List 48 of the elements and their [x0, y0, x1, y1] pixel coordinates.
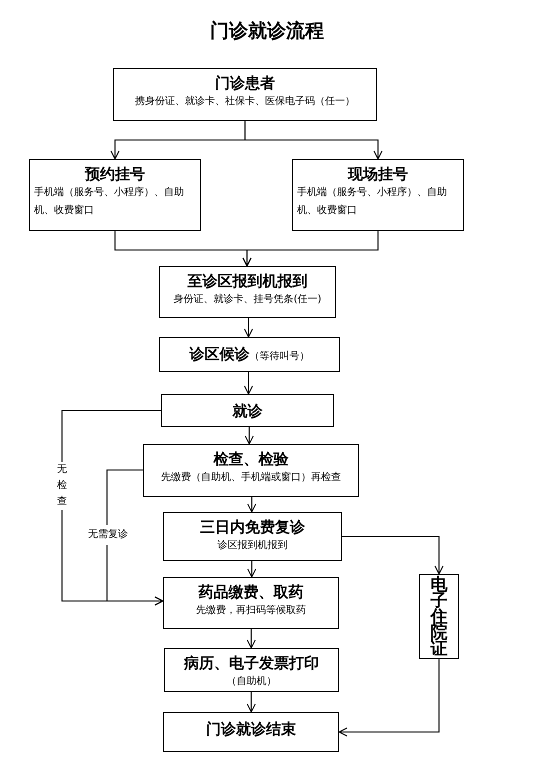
- process-box: [29, 159, 201, 231]
- arrow: [244, 318, 253, 338]
- box-note: 手机端（服务号、小程序）、自助机、收费窗口: [296, 186, 448, 218]
- arrow: [242, 231, 379, 266]
- edge-label: 无检查: [55, 462, 69, 510]
- arrow: [342, 536, 444, 574]
- arrow: [244, 121, 382, 160]
- process-box: [292, 159, 464, 231]
- box-note: 诊区报到机报到: [216, 538, 288, 553]
- arrow: [247, 561, 256, 578]
- box-title: 现场挂号: [346, 164, 409, 184]
- process-box: [163, 577, 339, 629]
- title: 门诊就诊流程: [209, 19, 325, 44]
- box-note: 身份证、就诊卡、挂号凭条(任一): [172, 292, 322, 307]
- process-box: [161, 394, 334, 427]
- box-title: 病历、电子发票打印: [182, 653, 320, 673]
- box-note: （等待叫号）: [250, 351, 310, 362]
- arrow: [246, 692, 256, 712]
- arrow: [244, 427, 254, 444]
- arrow: [247, 497, 256, 512]
- arrow: [244, 372, 253, 394]
- box-note: 携身份证、就诊卡、社保卡、医保电子码（任一）: [134, 94, 356, 109]
- side-box: [419, 574, 459, 659]
- arrow: [338, 659, 440, 736]
- box-title: 检查、检验: [212, 449, 290, 469]
- box-title: 至诊区报到机报到: [186, 271, 308, 291]
- box-note: 先缴费，再扫码等候取药: [195, 604, 307, 618]
- arrow: [246, 629, 256, 648]
- box-title: 电子住院证: [430, 577, 448, 657]
- box-note: （自助机）: [226, 674, 278, 689]
- process-box: [164, 648, 339, 692]
- box-title: 预约挂号: [84, 164, 146, 184]
- process-box: [143, 444, 359, 497]
- process-box: [159, 337, 340, 372]
- box-title: 诊区候诊: [190, 345, 250, 363]
- process-box: [163, 512, 342, 561]
- box-title: 药品缴费、取药: [198, 582, 304, 602]
- process-box: [159, 266, 336, 318]
- box-title: 门诊患者: [214, 73, 276, 93]
- process-box: [163, 712, 339, 752]
- arrow: [106, 469, 164, 606]
- box-title: 三日内免费复诊: [199, 517, 306, 537]
- process-box: [113, 68, 377, 121]
- box-note: 先缴费（自助机、手机端或窗口）再检查: [160, 470, 342, 485]
- box-note: 手机端（服务号、小程序）、自助机、收费窗口: [33, 186, 185, 218]
- edge-label: 无需复诊: [88, 525, 128, 545]
- box-title: 门诊就诊结束: [205, 719, 297, 739]
- box-title: 就诊: [231, 401, 264, 421]
